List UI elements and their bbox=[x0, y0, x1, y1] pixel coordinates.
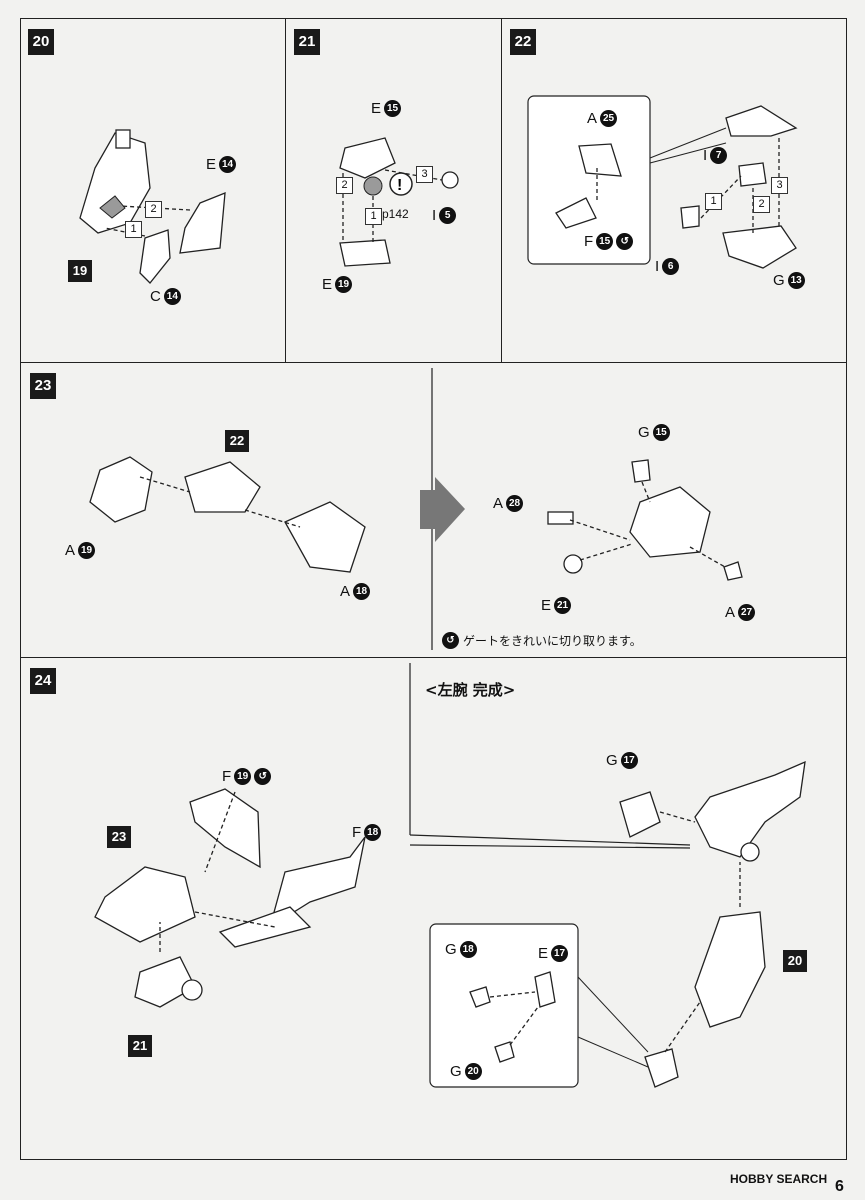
complete-ref-20: 20 bbox=[783, 950, 807, 972]
gate-icon-2: ↺ bbox=[254, 768, 272, 785]
gate-icon: ↺ bbox=[616, 233, 634, 250]
step-22-order-2: 2 bbox=[753, 196, 770, 213]
step-20-ref-19: 19 bbox=[68, 260, 92, 282]
step-24-illustration bbox=[94, 788, 366, 1008]
complete-illustration bbox=[429, 760, 806, 1088]
step-23-ref-22: 22 bbox=[225, 430, 249, 452]
step-21-order-3: 3 bbox=[416, 166, 433, 183]
step-21-order-2: 2 bbox=[336, 177, 353, 194]
svg-text:!: ! bbox=[397, 177, 402, 194]
step-24-panel bbox=[20, 657, 847, 1160]
step-21-badge: 21 bbox=[294, 29, 320, 55]
step-23-badge: 23 bbox=[30, 373, 56, 399]
watermark: HOBBY SEARCH bbox=[730, 1172, 828, 1186]
step-20-order-1: 1 bbox=[125, 221, 142, 238]
step-22-badge: 22 bbox=[510, 29, 536, 55]
step-20-order-2: 2 bbox=[145, 201, 162, 218]
step-21-illustration: ! bbox=[339, 137, 459, 267]
step-20-badge: 20 bbox=[28, 29, 54, 55]
step-22-illustration bbox=[527, 95, 798, 269]
step-24-ref-23: 23 bbox=[107, 826, 131, 848]
complete-title: <左腕 完成> bbox=[425, 681, 516, 699]
step-22-order-3: 3 bbox=[771, 177, 788, 194]
step-23-note: ↺ゲートをきれいに切り取ります。 bbox=[442, 632, 642, 649]
page-number: 6 bbox=[835, 1178, 844, 1195]
step-20-illustration bbox=[79, 129, 226, 284]
step-24-badge: 24 bbox=[30, 668, 56, 694]
step-21-order-1: 1 bbox=[365, 208, 382, 225]
step-22-order-1: 1 bbox=[705, 193, 722, 210]
gate-cut-icon: ↺ bbox=[442, 632, 459, 649]
step-24-ref-21: 21 bbox=[128, 1035, 152, 1057]
step-23-illustration bbox=[89, 456, 743, 581]
step-21-page-ref: p142 bbox=[382, 207, 409, 221]
